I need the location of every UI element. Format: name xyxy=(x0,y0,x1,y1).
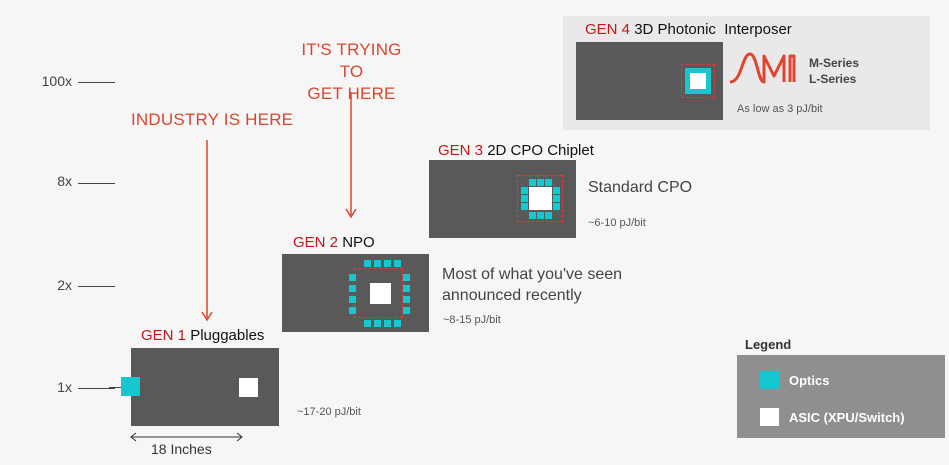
gen2-optic xyxy=(364,260,371,267)
trying-annotation-line1: IT'S TRYING TO xyxy=(301,40,402,81)
gen2-description-line2: announced recently xyxy=(442,287,582,304)
gen2-board xyxy=(282,254,429,332)
legend-asic-swatch xyxy=(760,408,779,426)
gen4-series-l: L-Series xyxy=(809,72,857,86)
gen2-optic xyxy=(384,320,391,327)
gen2-package-outline xyxy=(353,268,403,318)
gen1-width-dimension xyxy=(130,432,243,442)
gen3-asic xyxy=(529,187,552,210)
y-label-8x: 8x xyxy=(57,173,72,189)
gen2-optic xyxy=(349,307,356,314)
gen3-optic xyxy=(521,195,528,202)
gen2-optic xyxy=(403,285,410,292)
gen3-optic xyxy=(521,187,528,194)
gen3-name: 2D CPO Chiplet xyxy=(487,142,594,159)
lightmatter-logo-icon xyxy=(729,52,796,84)
gen2-optic xyxy=(384,260,391,267)
gen3-optic xyxy=(553,187,560,194)
gen3-optic xyxy=(537,179,544,186)
gen2-name: NPO xyxy=(342,234,375,251)
gen3-optic xyxy=(553,195,560,202)
y-tick-8x xyxy=(78,183,115,184)
legend-optics-swatch xyxy=(760,371,779,389)
gen2-optic xyxy=(403,296,410,303)
gen3-description: Standard CPO xyxy=(588,179,693,196)
gen2-optic xyxy=(403,307,410,314)
gen1-name: Pluggables xyxy=(190,327,265,344)
gen1-width-label: 18 Inches xyxy=(151,441,212,457)
gen2-description: Most of what you've seen announced recen… xyxy=(442,264,662,306)
gen1-asic xyxy=(239,378,258,397)
legend-title: Legend xyxy=(745,337,792,352)
gen2-optic xyxy=(374,320,381,327)
gen1-number: GEN 1 xyxy=(141,327,187,344)
industry-annotation: INDUSTRY IS HERE xyxy=(131,110,294,129)
gen3-package-outline xyxy=(517,175,563,222)
gen3-optic xyxy=(545,212,552,219)
gen2-asic xyxy=(370,283,391,304)
legend-asic-label: ASIC (XPU/Switch) xyxy=(789,410,905,425)
gen3-number: GEN 3 xyxy=(438,142,484,159)
gen2-optic xyxy=(364,320,371,327)
gen1-title: GEN 1 Pluggables xyxy=(141,327,264,344)
gen1-1x-connector xyxy=(109,387,121,388)
gen3-optic xyxy=(537,212,544,219)
gen2-efficiency: ~8-15 pJ/bit xyxy=(443,314,501,326)
legend-optics-label: Optics xyxy=(789,373,830,388)
gen3-title: GEN 3 2D CPO Chiplet xyxy=(438,142,594,159)
gen3-optic xyxy=(545,179,552,186)
trying-arrow xyxy=(345,92,357,219)
y-label-1x: 1x xyxy=(57,379,72,395)
gen4-title: GEN 4 3D Photonic Interposer xyxy=(585,21,792,38)
y-tick-1x xyxy=(78,388,115,389)
gen4-series: M-Series L-Series xyxy=(809,55,859,87)
gen2-optic xyxy=(349,285,356,292)
gen2-optic xyxy=(403,274,410,281)
gen2-description-line1: Most of what you've seen xyxy=(442,266,623,283)
y-label-100x: 100x xyxy=(41,73,72,89)
gen4-name: 3D Photonic Interposer xyxy=(634,21,792,38)
gen4-number: GEN 4 xyxy=(585,21,631,38)
gen1-efficiency: ~17-20 pJ/bit xyxy=(297,406,361,418)
gen1-optic-module xyxy=(121,377,140,396)
gen3-optic xyxy=(529,212,536,219)
gen4-efficiency: As low as 3 pJ/bit xyxy=(737,103,823,115)
gen2-optic xyxy=(394,260,401,267)
gen2-optic xyxy=(374,260,381,267)
gen4-asic xyxy=(690,73,706,89)
gen3-efficiency: ~6-10 pJ/bit xyxy=(588,217,646,229)
gen2-optic xyxy=(349,274,356,281)
y-tick-100x xyxy=(78,82,115,83)
y-label-2x: 2x xyxy=(57,277,72,293)
industry-arrow xyxy=(201,140,213,322)
gen2-title: GEN 2 NPO xyxy=(293,234,375,251)
y-tick-2x xyxy=(78,286,115,287)
gen3-optic xyxy=(521,203,528,210)
gen3-optic xyxy=(553,203,560,210)
gen4-series-m: M-Series xyxy=(809,56,860,70)
gen2-number: GEN 2 xyxy=(293,234,339,251)
gen3-optic xyxy=(529,179,536,186)
gen2-optic xyxy=(394,320,401,327)
gen4-package-outline xyxy=(681,64,715,98)
gen2-optic xyxy=(349,296,356,303)
